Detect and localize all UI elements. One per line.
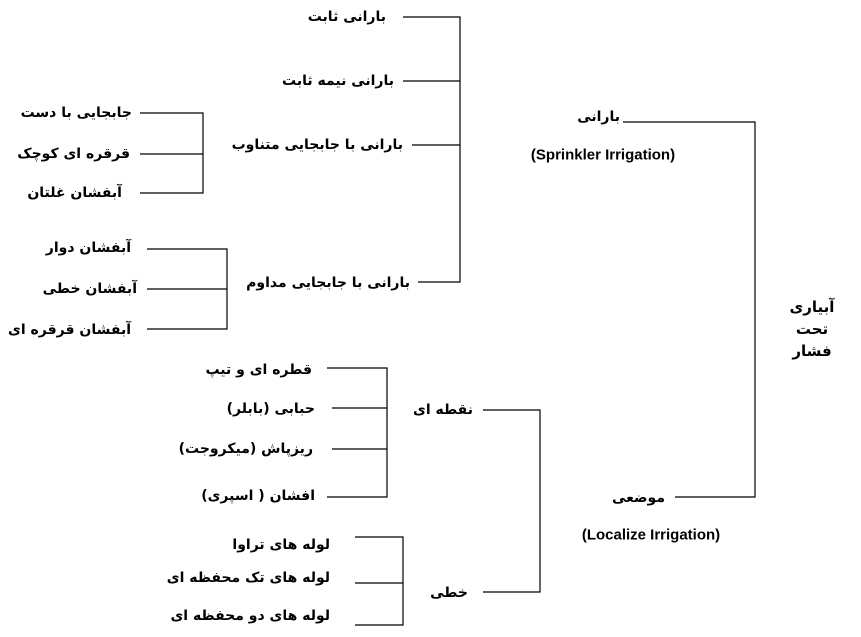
sprinkler-type-fixed: بارانی ثابت — [307, 9, 386, 25]
continuous-move-item: آبفشان دوار — [45, 240, 131, 256]
continuous-move-item: آبفشان قرقره ای — [8, 322, 131, 338]
root-label-line2: تحت فشار — [792, 320, 832, 360]
root-bracket — [623, 121, 756, 498]
line-bracket — [355, 536, 404, 626]
periodic-move-item: قرقره ای کوچک — [17, 146, 130, 162]
periodic-move-item: آبفشان غلتان — [27, 185, 122, 201]
sprinkler-bracket — [403, 16, 461, 283]
point-item: افشان ( اسپری) — [201, 488, 315, 504]
continuous-move-bracket — [147, 248, 228, 330]
line-item: لوله های تک محفظه ای — [166, 570, 330, 586]
localized-bracket — [483, 409, 541, 593]
periodic-move-item: جابجایی با دست — [20, 105, 132, 121]
line-item: لوله های دو محفظه ای — [170, 608, 330, 624]
sprinkler-node-label: بارانی — [577, 109, 620, 125]
point-item: حبابی (بابلر) — [226, 401, 315, 417]
root-label-line1: آبیاری — [789, 298, 835, 316]
point-node-label: نقطه ای — [413, 402, 473, 418]
localized-english-label: (Localize Irrigation) — [581, 526, 721, 544]
line-item: لوله های تراوا — [232, 537, 330, 553]
sprinkler-type-semi-fixed: بارانی نیمه ثابت — [282, 73, 394, 89]
point-item: ریزپاش (میکروجت) — [178, 441, 313, 457]
line-node-label: خطی — [430, 585, 468, 601]
root-node: آبیاری تحت فشار — [788, 296, 837, 362]
point-bracket — [327, 367, 388, 498]
periodic-move-bracket — [140, 112, 204, 194]
localized-node-label: موضعی — [611, 490, 665, 506]
continuous-move-item: آبفشان خطی — [42, 281, 137, 297]
sprinkler-type-continuous-move: بارانی با جابجایی مداوم — [246, 275, 410, 291]
sprinkler-type-periodic-move: بارانی با جابجایی متناوب — [231, 137, 403, 153]
point-item: قطره ای و تیپ — [205, 362, 312, 378]
sprinkler-english-label: (Sprinkler Irrigation) — [530, 146, 676, 164]
